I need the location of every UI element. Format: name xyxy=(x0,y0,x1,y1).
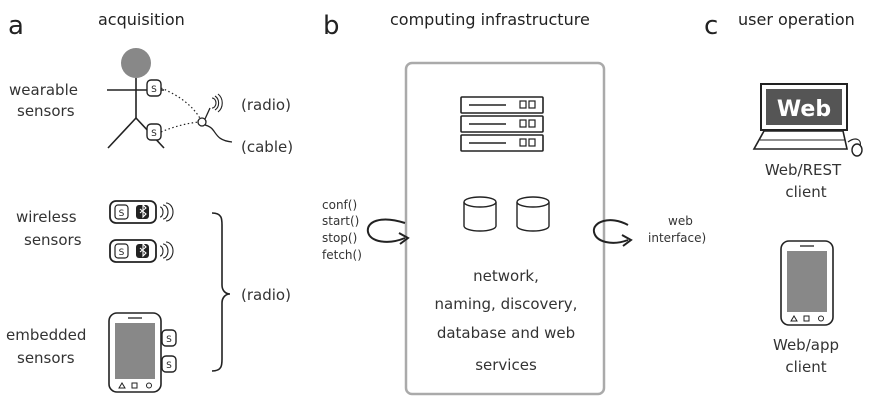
panel-c-title: user operation xyxy=(738,10,855,29)
smartphone-icon xyxy=(108,312,162,393)
svg-text:S: S xyxy=(119,209,125,219)
panel-a-title: acquisition xyxy=(98,10,185,29)
panel-a-letter: a xyxy=(8,11,24,41)
svg-text:database and web: database and web xyxy=(437,324,575,342)
computer-monitor-icon: Web xyxy=(752,83,863,157)
app-client-label-line1: Web/app xyxy=(773,336,839,354)
svg-text:naming, discovery,: naming, discovery, xyxy=(435,295,578,313)
sensor-connections xyxy=(160,87,233,143)
embedded-sensor-lower: S xyxy=(161,355,177,373)
panel-b-title: computing infrastructure xyxy=(390,10,590,29)
monitor-web-text: Web xyxy=(777,97,831,122)
body-sensor-lower: S xyxy=(146,123,162,141)
web-client-label-line2: client xyxy=(785,183,826,201)
web-interface-label-line2: interface) xyxy=(648,231,706,245)
embedded-label-line1: embedded xyxy=(6,326,86,344)
embedded-sensor-upper: S xyxy=(161,329,177,347)
body-sensor-upper: S xyxy=(146,79,162,97)
wearable-label-line1: wearable xyxy=(9,81,78,99)
api-calls-list: conf() start() stop() fetch() xyxy=(322,198,362,262)
svg-text:fetch(): fetch() xyxy=(322,248,362,262)
client-phone-icon xyxy=(780,240,834,326)
svg-text:start(): start() xyxy=(322,214,359,228)
group-radio-label: (radio) xyxy=(241,286,291,304)
rotation-arrow-left-icon xyxy=(366,218,410,245)
svg-text:S: S xyxy=(166,361,172,371)
radio-label: (radio) xyxy=(241,96,291,114)
curly-brace xyxy=(211,212,231,372)
svg-text:S: S xyxy=(166,335,172,345)
svg-text:S: S xyxy=(151,129,157,139)
cable-label: (cable) xyxy=(241,138,293,156)
services-text: network, naming, discovery, database and… xyxy=(435,267,578,374)
panel-b-letter: b xyxy=(323,11,340,41)
svg-text:services: services xyxy=(475,356,537,374)
web-interface-label-line1: web xyxy=(668,214,693,228)
radio-waves-icon xyxy=(211,93,223,113)
wireless-sensor-2: S xyxy=(109,239,174,263)
database-icon-2 xyxy=(516,196,550,232)
wireless-sensor-1: S xyxy=(109,200,174,224)
infrastructure-box xyxy=(404,61,606,396)
svg-text:network,: network, xyxy=(473,267,539,285)
panel-c-letter: c xyxy=(704,11,718,41)
svg-text:stop(): stop() xyxy=(322,231,357,245)
server-rack-icon xyxy=(460,96,544,152)
wireless-label-line2: sensors xyxy=(24,231,82,249)
wearable-label-line2: sensors xyxy=(17,102,75,120)
wireless-label-line1: wireless xyxy=(16,208,77,226)
rotation-arrow-right-icon xyxy=(592,219,633,247)
svg-text:S: S xyxy=(119,248,125,258)
database-icon-1 xyxy=(463,196,497,232)
app-client-label-line2: client xyxy=(785,358,826,376)
embedded-label-line2: sensors xyxy=(17,349,75,367)
svg-text:conf(): conf() xyxy=(322,198,357,212)
web-client-label-line1: Web/REST xyxy=(765,161,842,179)
svg-text:S: S xyxy=(151,85,157,95)
